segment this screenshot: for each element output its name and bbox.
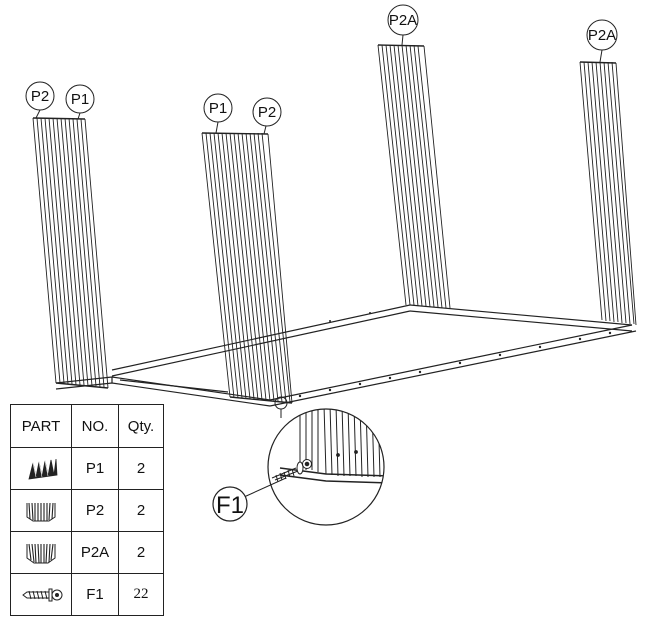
callout-label: P2A: [588, 27, 616, 44]
panel-p2a-icon: [10, 531, 72, 574]
panel-p1-icon: [10, 447, 72, 490]
screw-f1-icon: [10, 573, 72, 616]
part-qty: 2: [118, 531, 164, 574]
callout-label: P1: [209, 100, 227, 117]
panel-group-back-right: [579, 61, 637, 326]
callout-label: P2: [258, 104, 276, 121]
callout-label: P2A: [389, 12, 417, 29]
detail-pointer: [274, 396, 288, 418]
part-no: P1: [71, 447, 119, 490]
header-no: NO.: [71, 404, 119, 448]
base-frame: [55, 304, 637, 407]
part-qty: 2: [118, 489, 164, 532]
callout-left-front: P2: [25, 81, 55, 119]
part-no: F1: [71, 573, 119, 616]
callout-back-right: P2A: [586, 19, 618, 63]
callout-left-back: P1: [65, 84, 95, 120]
panel-group-middle: [201, 132, 293, 404]
callout-back-left: P2A: [387, 4, 419, 46]
part-no: P2: [71, 489, 119, 532]
callout-mid-second: P2: [252, 97, 282, 135]
callout-label: P1: [71, 91, 89, 108]
header-part: PART: [10, 404, 72, 448]
part-qty: 2: [118, 447, 164, 490]
panel-group-left: [32, 117, 109, 389]
panel-p2-icon: [10, 489, 72, 532]
callout-mid-first: P1: [203, 93, 233, 134]
table-header-row: PART NO. Qty.: [10, 404, 164, 448]
f1-callout: F1: [212, 477, 287, 522]
panel-group-back-left: [377, 44, 451, 309]
table-row: P2A 2: [10, 531, 164, 574]
front-rail-holes: [298, 312, 612, 398]
detail-magnifier: [267, 408, 385, 526]
callout-label: P2: [31, 88, 49, 105]
part-no: P2A: [71, 531, 119, 574]
table-row: P2 2: [10, 489, 164, 532]
table-row: F1 22: [10, 573, 164, 616]
header-qty: Qty.: [118, 404, 164, 448]
part-qty: 22: [118, 573, 164, 616]
table-row: P1 2: [10, 447, 164, 490]
f1-label: F1: [216, 492, 244, 519]
parts-table: PART NO. Qty. P1 2 P2 2 P2A: [10, 404, 164, 616]
screw-f1-icon: [271, 459, 312, 483]
